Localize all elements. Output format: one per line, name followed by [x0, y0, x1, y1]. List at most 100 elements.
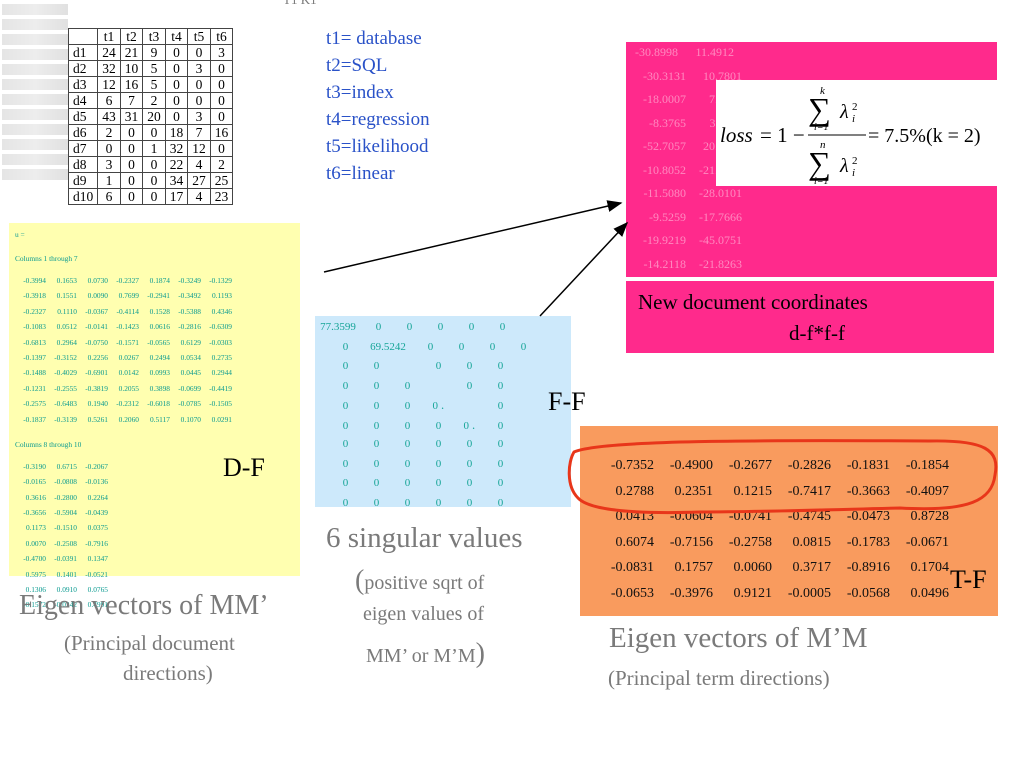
table-cell: 0: [142, 172, 166, 189]
formula-result: = 7.5%(k = 2): [868, 125, 981, 147]
table-cell: 4: [187, 188, 211, 205]
u-matrix-value: -0.1231: [23, 383, 46, 393]
s-matrix-value: 0: [466, 438, 473, 450]
table-cell: 0: [187, 92, 211, 109]
u-matrix-value: 0.2735: [211, 352, 232, 362]
table-cell: 16: [209, 124, 234, 141]
u-matrix-value: 0.2264: [87, 492, 108, 502]
u-matrix-value: -0.2816: [178, 322, 201, 332]
table-cell: 7: [119, 92, 144, 109]
u-matrix-value: -0.0750: [85, 337, 108, 347]
table-cell: d8: [67, 156, 99, 173]
u-matrix-value: 0.6129: [180, 337, 201, 347]
s-matrix-value: 0: [520, 340, 527, 353]
u-matrix-value: -0.2067: [85, 461, 108, 471]
term-eigen-value: -0.2826: [787, 458, 831, 473]
u-matrix-value: -0.3249: [178, 276, 201, 285]
u-matrix-value: 0.0730: [87, 276, 108, 285]
formula-lower-top: i=1: [814, 122, 829, 133]
s-matrix-value: 0: [404, 457, 411, 470]
table-cell: d4: [67, 92, 99, 109]
term-eigen-value: -0.7156: [669, 534, 713, 550]
arrow-ff-to-coords: [539, 221, 629, 317]
table-cell: d2: [67, 60, 99, 77]
doc-coord-value: -45.0751: [699, 233, 742, 247]
u-matrix-value: -0.1423: [116, 322, 139, 332]
s-matrix-value: 0: [373, 438, 380, 450]
term-eigen-value: -0.3976: [669, 586, 713, 601]
doc-coord-row: -9.5259-17.7666: [634, 210, 742, 225]
u-matrix-value: -0.3918: [23, 291, 46, 301]
u-matrix-value: -0.3994: [23, 276, 46, 285]
s-matrix-value: 0: [466, 457, 473, 470]
s-matrix-value: 0: [466, 360, 473, 372]
u-matrix-value: 0.4991: [87, 600, 108, 610]
s-matrix-value: 0: [342, 400, 349, 412]
table-cell: 10: [119, 60, 144, 77]
table-cell: 0: [209, 92, 234, 109]
table-cell: 6: [97, 92, 121, 109]
table-cell: 24: [97, 44, 121, 61]
table-header-cell: t2: [119, 28, 144, 45]
positive-sqrt-text: positive sqrt of: [364, 572, 485, 594]
term-item: t1= database: [326, 28, 422, 49]
u-matrix-value: -0.5388: [178, 306, 201, 316]
s-matrix-value: 0: [342, 340, 349, 353]
term-eigen-value: -0.0604: [669, 509, 713, 525]
s-matrix-value: 0: [466, 379, 473, 392]
table-cell: 22: [164, 156, 189, 173]
table-cell: 0: [119, 140, 144, 157]
formula-sum-bottom: ∑: [808, 145, 831, 181]
term-eigen-value: 0.2788: [615, 483, 655, 499]
table-cell: 0: [119, 124, 144, 141]
term-eigen-value: -0.0831: [610, 560, 654, 576]
u-matrix-value: -0.6813: [23, 337, 46, 347]
u-matrix-value: 0.7699: [118, 291, 139, 301]
label-principal-term: (Principal term directions): [608, 666, 830, 690]
u-matrix-value: -0.2508: [54, 538, 77, 548]
s-matrix-value: 0: [497, 457, 504, 470]
table-cell: 16: [119, 76, 144, 93]
table-cell: d9: [67, 172, 99, 189]
term-eigen-value: -0.0568: [846, 586, 890, 601]
u-matrix-value: -0.1572: [23, 600, 46, 610]
formula-loss: loss: [720, 123, 753, 147]
table-cell: 0: [209, 76, 234, 93]
new-doc-coords-box: New document coordinates d-f*f-f: [626, 281, 994, 353]
u-matrix-value: 0.0616: [149, 322, 170, 332]
s-matrix-value: 0: [497, 477, 504, 489]
doc-coord-value: -30.3131: [643, 68, 686, 83]
table-cell: 0: [187, 76, 211, 93]
table-cell: 0: [97, 140, 121, 157]
close-paren: ): [475, 638, 485, 669]
u-matrix-value: 0.1306: [25, 585, 46, 595]
term-eigen-value: 0.6074: [615, 534, 655, 550]
table-cell: 2: [97, 124, 121, 141]
u-matrix-value: 0.1874: [149, 276, 170, 285]
term-eigen-value: -0.0653: [610, 586, 654, 601]
table-cell: 1: [142, 140, 166, 157]
u-matrix-value: 0.5261: [87, 414, 108, 424]
u-matrix-value: -0.2555: [54, 383, 77, 393]
label-eigen-mtm: Eigen vectors of M’M: [609, 622, 868, 654]
table-cell: 5: [142, 60, 166, 77]
label-singular-values: 6 singular values: [326, 522, 523, 554]
u-matrix-value: -0.6483: [54, 399, 77, 409]
table-cell: d3: [67, 76, 99, 93]
